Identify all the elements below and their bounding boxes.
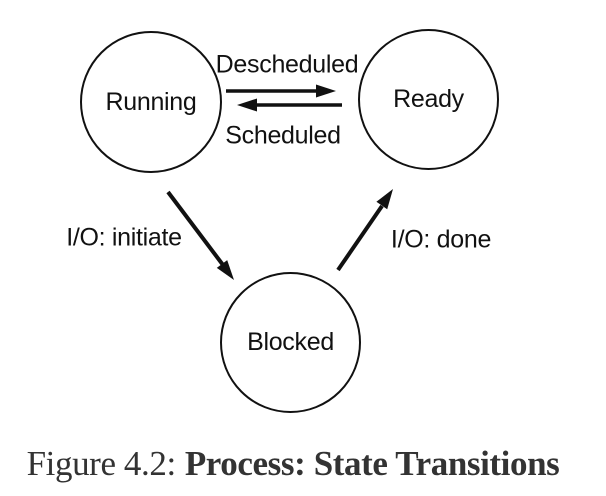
transition-label-descheduled: Descheduled — [215, 50, 359, 79]
state-circle-ready: Ready — [358, 29, 499, 170]
io-done-arrow — [336, 189, 393, 272]
state-circle-blocked: Blocked — [220, 272, 361, 413]
figure-caption-number: Figure 4.2: — [26, 444, 177, 483]
figure-caption-title: Process: State Transitions — [184, 444, 560, 483]
state-circle-running: Running — [80, 31, 222, 173]
transition-label-io-done: I/O: done — [390, 225, 492, 254]
state-label-ready: Ready — [393, 85, 464, 113]
state-label-blocked: Blocked — [247, 328, 334, 356]
figure-caption: Figure 4.2:Process: State Transitions — [27, 444, 560, 484]
transition-label-io-initiate: I/O: initiate — [66, 223, 182, 252]
transition-label-scheduled: Scheduled — [225, 121, 341, 150]
descheduled-arrow — [226, 84, 336, 98]
scheduled-arrow — [237, 98, 342, 112]
state-label-running: Running — [105, 87, 197, 116]
io-initiate-arrow — [166, 190, 234, 280]
